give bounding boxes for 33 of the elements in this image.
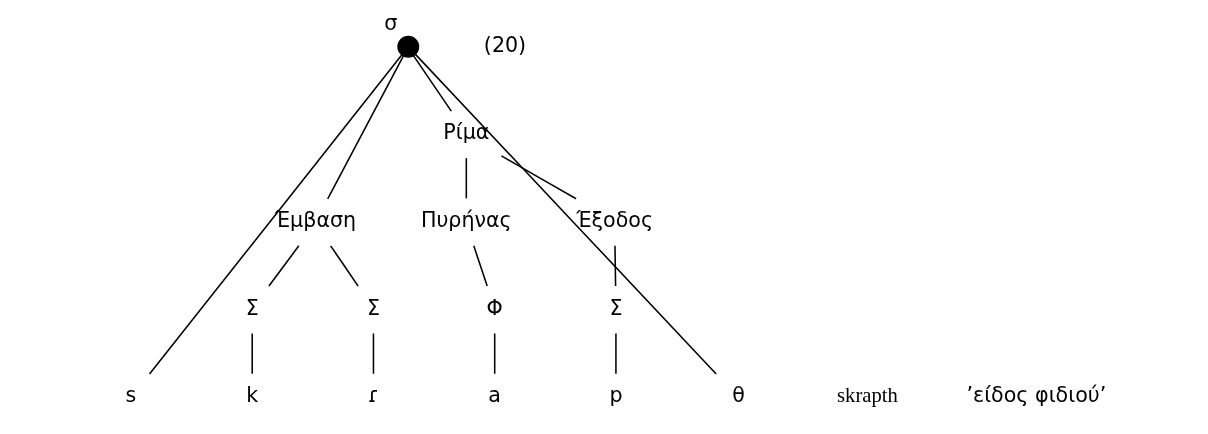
connector — [493, 332, 496, 375]
node-text: s — [125, 383, 137, 408]
connector — [372, 332, 375, 375]
label: ’είδος φιδιού’ — [966, 383, 1107, 408]
connector — [148, 54, 403, 375]
connector — [251, 332, 253, 375]
node-circle — [397, 35, 420, 58]
connector — [268, 245, 300, 287]
connector — [500, 155, 577, 200]
node-text: p — [609, 383, 623, 408]
label: skrapth — [837, 384, 898, 407]
label: (20) — [483, 32, 527, 57]
connector — [473, 245, 488, 287]
node-text: a — [488, 383, 502, 408]
node-text: k — [246, 383, 259, 408]
node-text: Σ — [366, 295, 380, 320]
connector — [614, 245, 617, 287]
node-text: Έξοδος — [576, 208, 654, 233]
node-label: σ — [384, 10, 398, 35]
connector — [465, 157, 468, 200]
node-text: θ — [732, 383, 745, 408]
node-text: Ρίμα — [443, 120, 490, 145]
node-text: Σ — [609, 295, 623, 320]
connector — [615, 332, 617, 375]
node-text: Σ — [245, 295, 259, 320]
connector — [326, 55, 405, 200]
node-text: Φ — [486, 295, 503, 320]
node-text: Έμβαση — [274, 208, 357, 233]
node-text: Πυρήνας — [420, 208, 512, 233]
connector — [329, 245, 359, 287]
connector — [412, 55, 453, 112]
connector — [414, 53, 717, 375]
node-text: ɾ — [367, 383, 379, 408]
